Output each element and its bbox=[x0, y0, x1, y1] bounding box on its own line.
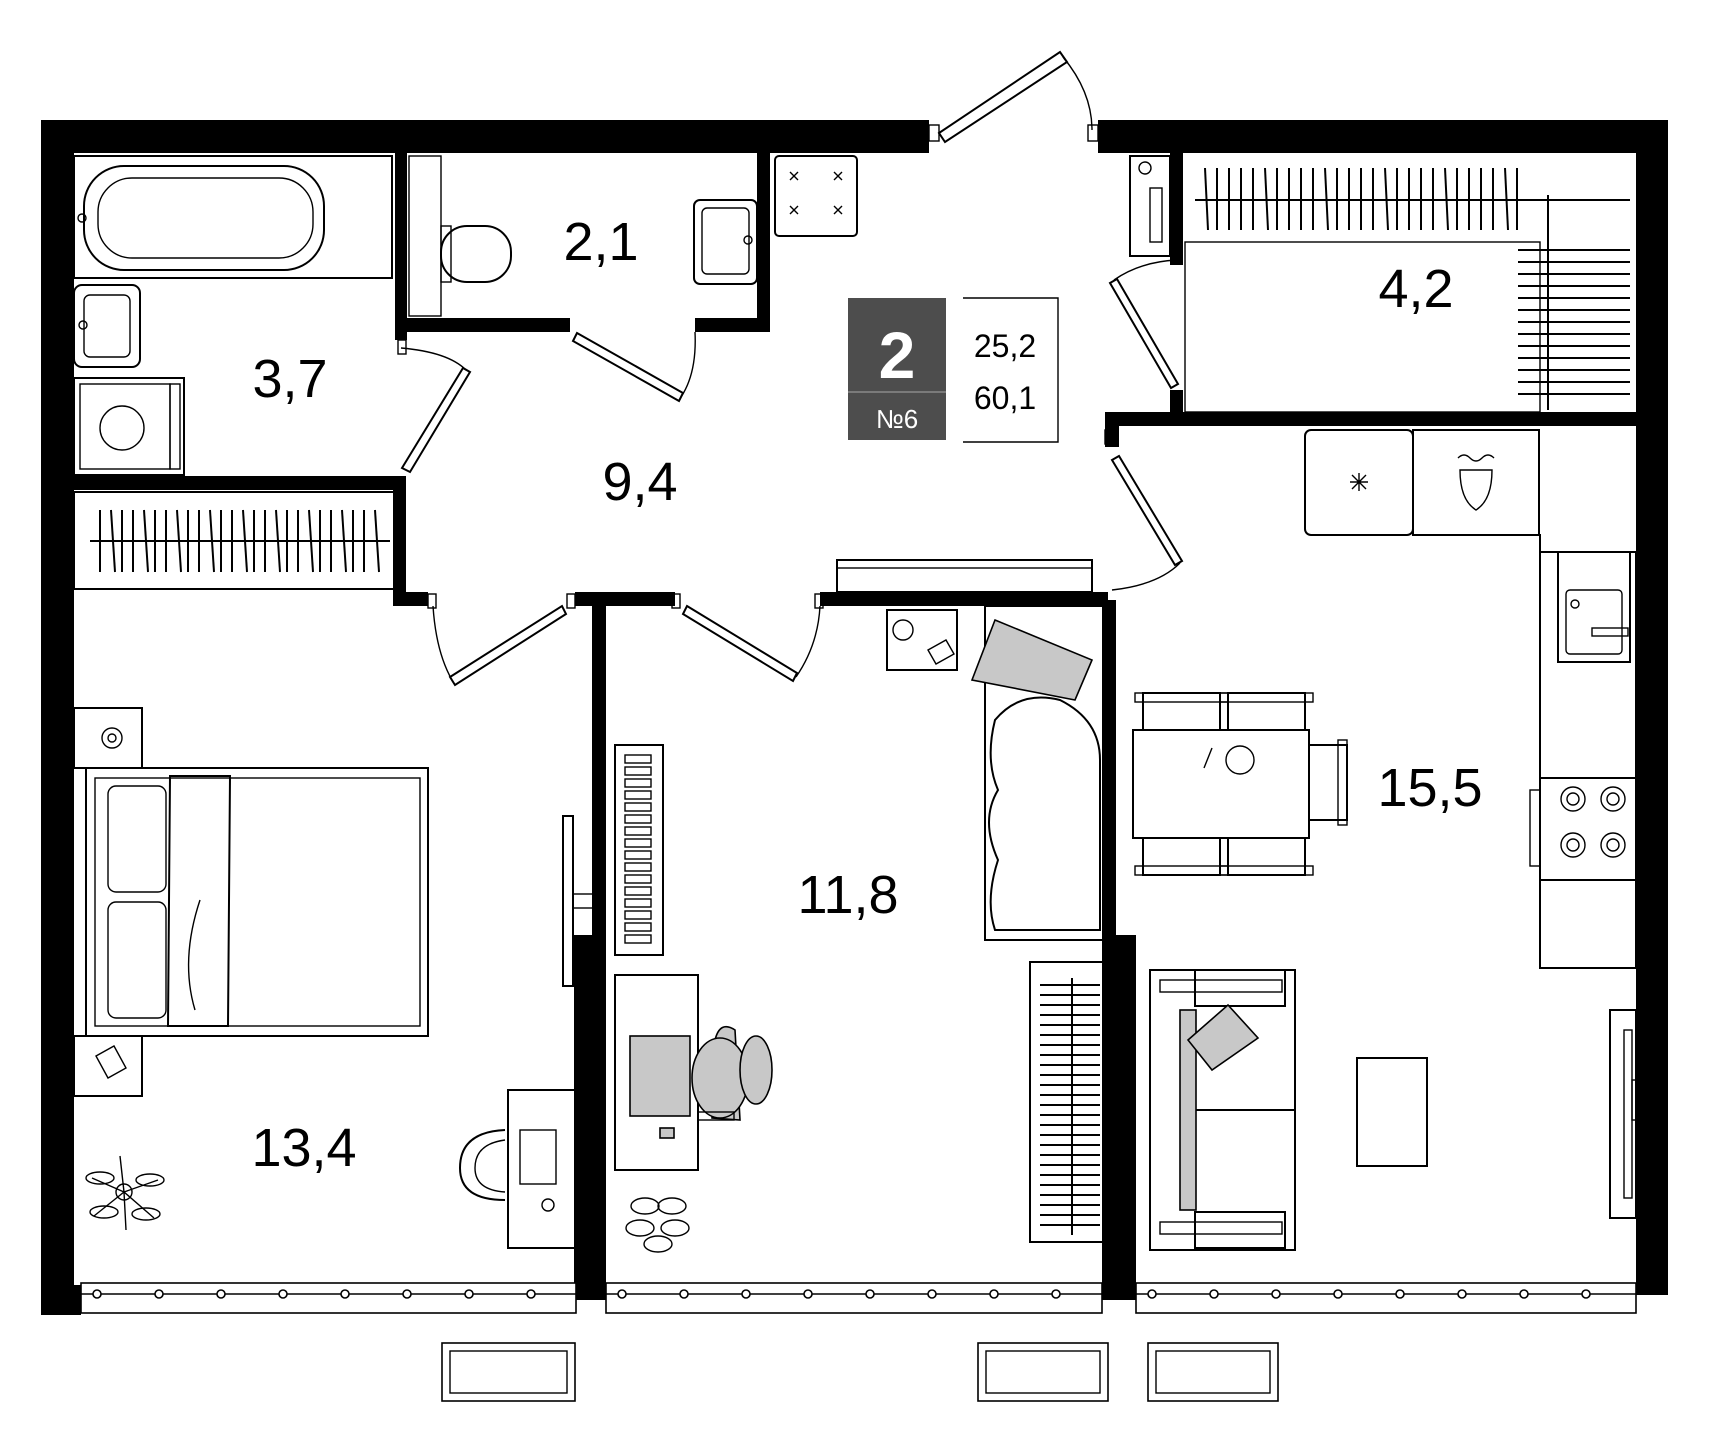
walls bbox=[41, 120, 1668, 1315]
room-area-bedroom: 13,4 bbox=[251, 1118, 356, 1178]
room-area-bathroom: 3,7 bbox=[252, 349, 327, 409]
room-area-second-bedroom: 11,8 bbox=[797, 865, 898, 925]
wardrobe: 4,2 bbox=[1129, 155, 1630, 413]
svg-text:3,7: 3,7 bbox=[252, 349, 327, 409]
hallway: 9,4 bbox=[602, 155, 1093, 593]
second-bedroom: 11,8 bbox=[614, 605, 1104, 1253]
windows bbox=[80, 1282, 1637, 1402]
doors bbox=[397, 50, 1184, 687]
bedroom: 13,4 bbox=[73, 491, 594, 1249]
rooms-count: 2 bbox=[879, 318, 916, 392]
apartment-number: №6 bbox=[876, 404, 918, 434]
room-area-hallway: 9,4 bbox=[602, 452, 677, 512]
room-area-kitchen-living: 15,5 bbox=[1377, 758, 1482, 818]
toilet: 2,1 bbox=[408, 155, 758, 317]
kitchen-living: 15,5 bbox=[1132, 429, 1639, 1251]
living-area: 25,2 bbox=[974, 328, 1036, 364]
room-area-wardrobe: 4,2 bbox=[1378, 259, 1453, 319]
apartment-badge: 2 №6 25,2 60,1 bbox=[848, 297, 1059, 443]
total-area: 60,1 bbox=[974, 380, 1036, 416]
bathroom: 3,7 bbox=[73, 155, 393, 476]
room-area-toilet: 2,1 bbox=[563, 212, 638, 272]
